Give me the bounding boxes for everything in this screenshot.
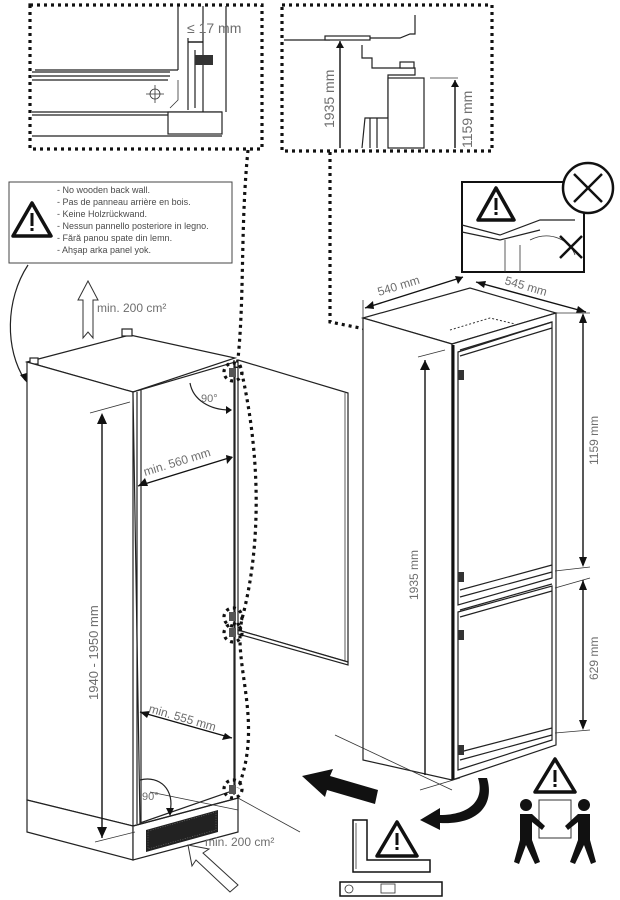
vent-up-arrow-icon (77, 279, 99, 340)
appliance-freezer-height-label: 629 mm (587, 637, 601, 680)
warning-triangle-icon (11, 201, 53, 238)
rotate-arrow-icon (420, 778, 489, 830)
cabinet-drawing: min. 200 cm² 1940 - 1950 mm (24, 279, 349, 893)
appliance-drawing: 540 mm 545 mm 1935 mm 1159 mm 629 mm (334, 273, 601, 791)
detail-height-total-label: 1935 mm (321, 70, 337, 128)
warning-triangle-icon (533, 757, 577, 794)
appliance-height-label: 1935 mm (407, 550, 421, 600)
two-person-lift-icon (514, 757, 596, 864)
warning-triangle-icon (476, 186, 516, 222)
warning-note-box: - No wooden back wall. - Pas de panneau … (8, 181, 233, 264)
vent-bottom-label: min. 200 cm² (205, 835, 274, 849)
height-detail-panel: 1935 mm 1159 mm (280, 3, 494, 153)
note-line-ro: - Fără panou spate din lemn. (57, 233, 172, 243)
note-line-en: - No wooden back wall. (57, 185, 150, 195)
hinge-gap-label: ≤ 17 mm (187, 20, 241, 36)
note-line-it: - Nessun pannello posteriore in legno. (57, 221, 209, 231)
angle-top-label: 90° (201, 393, 218, 405)
hinge-detail-panel: ≤ 17 mm (28, 3, 264, 151)
note-line-tr: - Ahşap arka panel yok. (57, 245, 151, 255)
push-arrow-icon (302, 769, 378, 804)
square-and-level-icon (339, 819, 443, 897)
hinge-connector-line (235, 149, 250, 369)
warning-triangle-icon (375, 820, 419, 858)
appliance-fridge-height-label: 1159 mm (587, 416, 601, 465)
vent-grille (146, 810, 218, 852)
back-wall-pointer-arrow (9, 264, 29, 381)
prohibited-x-icon (561, 161, 615, 215)
vent-top-label: min. 200 cm² (97, 301, 166, 315)
note-line-fr: - Pas de panneau arrière en bois. (57, 197, 191, 207)
detail-height-upper-label: 1159 mm (459, 91, 475, 148)
vent-in-arrow-icon (187, 844, 239, 893)
prohibited-inset (461, 161, 615, 273)
appliance-width-label: 540 mm (376, 273, 422, 299)
cabinet-height-label: 1940 - 1950 mm (86, 605, 101, 700)
angle-bottom-label: 90° (142, 791, 159, 803)
note-line-de: - Keine Holzrückwand. (57, 209, 147, 219)
height-connector-line (328, 152, 446, 347)
